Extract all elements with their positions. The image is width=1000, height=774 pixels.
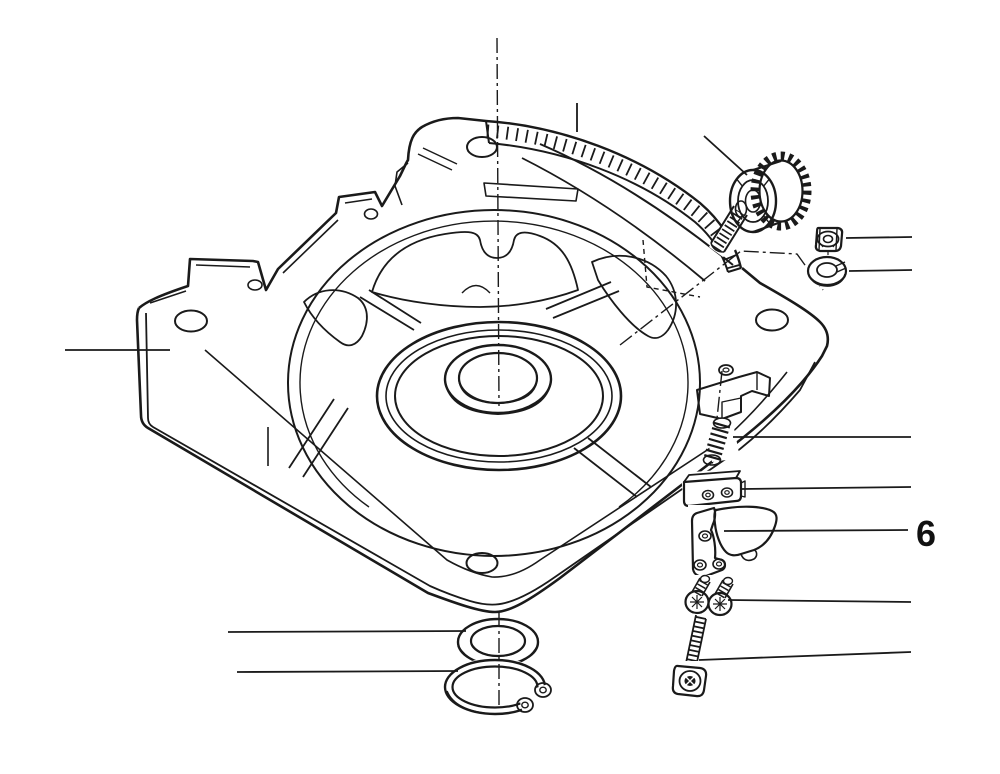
leader-line-pointer-bracket (723, 529, 909, 532)
tab-hole (363, 208, 379, 220)
screw-head (671, 664, 708, 698)
adjust-knob (709, 151, 812, 257)
vertical-centerline (496, 37, 500, 407)
worm-axis-centerline (619, 250, 824, 346)
angle-scale (485, 119, 743, 282)
bolt-hole (465, 552, 499, 574)
detent-block (681, 468, 747, 510)
leader-line-retaining-ring (236, 670, 459, 673)
leader-line-detent-block (740, 486, 912, 490)
detent-hole (718, 364, 734, 376)
callout-lines (65, 103, 913, 673)
hidden-pocket-line (642, 239, 701, 298)
screw-thread (685, 615, 707, 667)
bolt-hole (755, 308, 789, 332)
leader-line-socket-screw (698, 651, 912, 661)
leader-line-hex-nut (845, 236, 913, 239)
bolt-hole (174, 309, 208, 333)
bolt-hole (466, 136, 498, 158)
leader-line-adjust-knob (703, 135, 748, 176)
pointer-bracket (688, 505, 780, 580)
detent-pocket (696, 371, 771, 420)
leader-line-flat-washer (227, 630, 467, 633)
leader-line-lock-washer (848, 269, 913, 272)
spring-coils (703, 421, 731, 462)
part-number-label: 6 (916, 513, 936, 554)
center-ring (375, 320, 623, 472)
bracket-flag (713, 505, 778, 557)
socket-screw (671, 612, 711, 699)
hex-nut (813, 226, 845, 256)
retaining-ring (442, 658, 566, 718)
scale-window-slot (483, 182, 579, 202)
leader-line-pan-screws (727, 599, 912, 603)
detent-spring (702, 417, 740, 466)
lock-washer (806, 255, 848, 287)
tab-hole (247, 279, 263, 291)
pan-screws (684, 574, 735, 618)
